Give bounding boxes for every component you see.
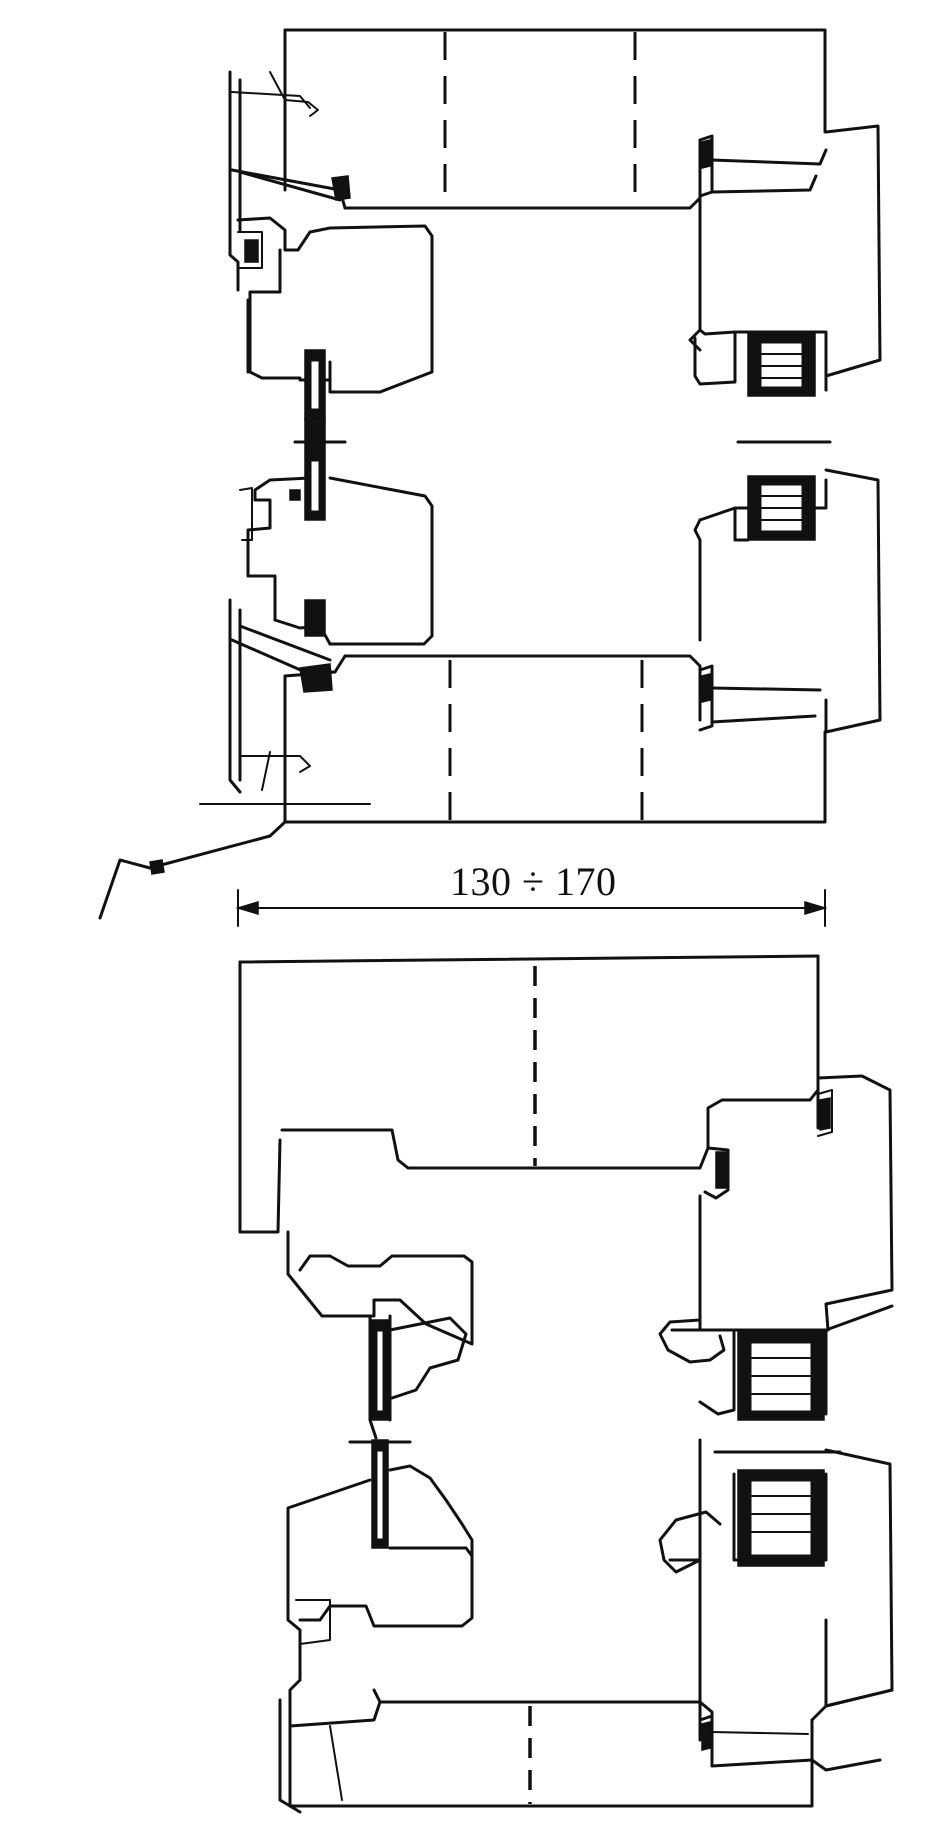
upper-exterior-sash-lower (239, 476, 434, 646)
upper-glass-pane (293, 417, 832, 521)
upper-section (98, 28, 882, 920)
upper-interior-sash (688, 124, 882, 397)
lower-exterior-sash-top (286, 1230, 474, 1440)
lower-interior-sash-bottom (658, 1438, 894, 1742)
lower-section (238, 954, 894, 1814)
upper-sill-frame (98, 598, 827, 920)
dimension-line (235, 889, 828, 927)
upper-exterior-sash (236, 216, 434, 421)
upper-interior-sash-lower (693, 468, 882, 734)
dimension-label: 130 ÷ 170 (450, 859, 617, 904)
upper-head-frame (228, 28, 828, 292)
lower-exterior-sash-bottom (286, 1464, 474, 1728)
lower-interior-sash-top (658, 1194, 894, 1421)
lower-glass-pane (348, 1439, 842, 1549)
lower-head-frame (238, 954, 894, 1332)
lower-sill-frame (278, 1688, 894, 1814)
